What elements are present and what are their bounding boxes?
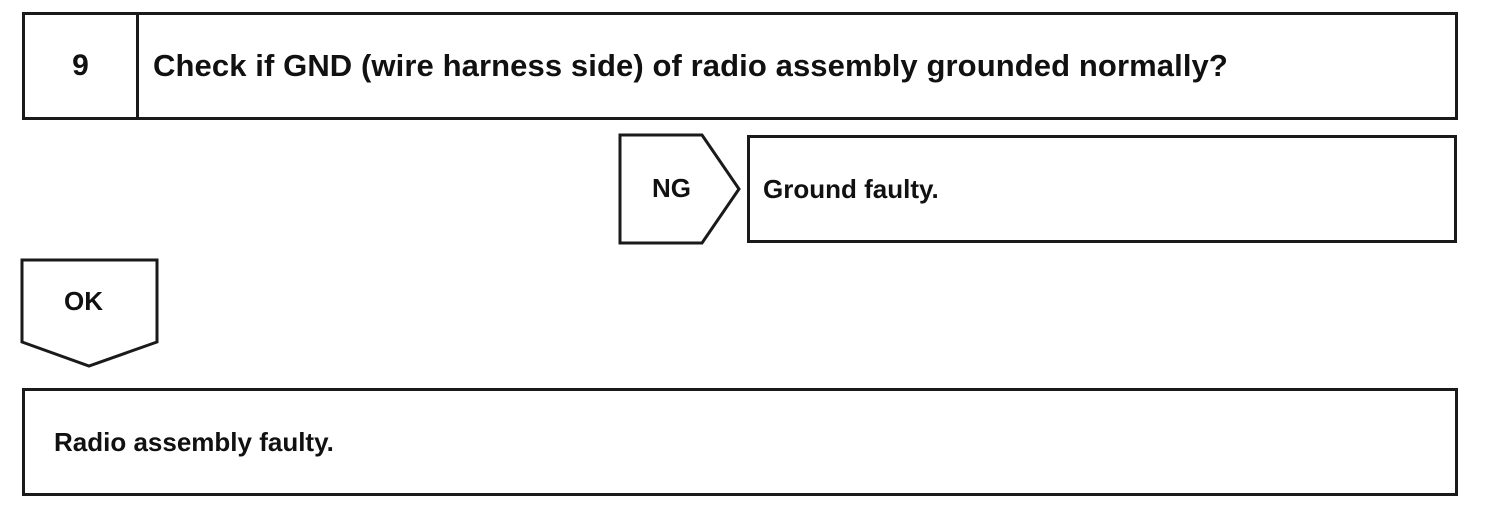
ok-result-box: Radio assembly faulty. [22, 388, 1458, 496]
ng-result-box: Ground faulty. [747, 135, 1457, 243]
ng-label: NG [652, 173, 691, 203]
ok-label: OK [64, 286, 103, 316]
ok-result-text: Radio assembly faulty. [54, 426, 334, 457]
step-box: 9 Check if GND (wire harness side) of ra… [22, 12, 1458, 120]
step-number: 9 [25, 15, 139, 117]
step-question: Check if GND (wire harness side) of radi… [153, 48, 1228, 83]
ng-arrow-tag [618, 133, 741, 245]
ng-result-text: Ground faulty. [763, 173, 939, 204]
ok-arrow-tag [20, 258, 159, 368]
